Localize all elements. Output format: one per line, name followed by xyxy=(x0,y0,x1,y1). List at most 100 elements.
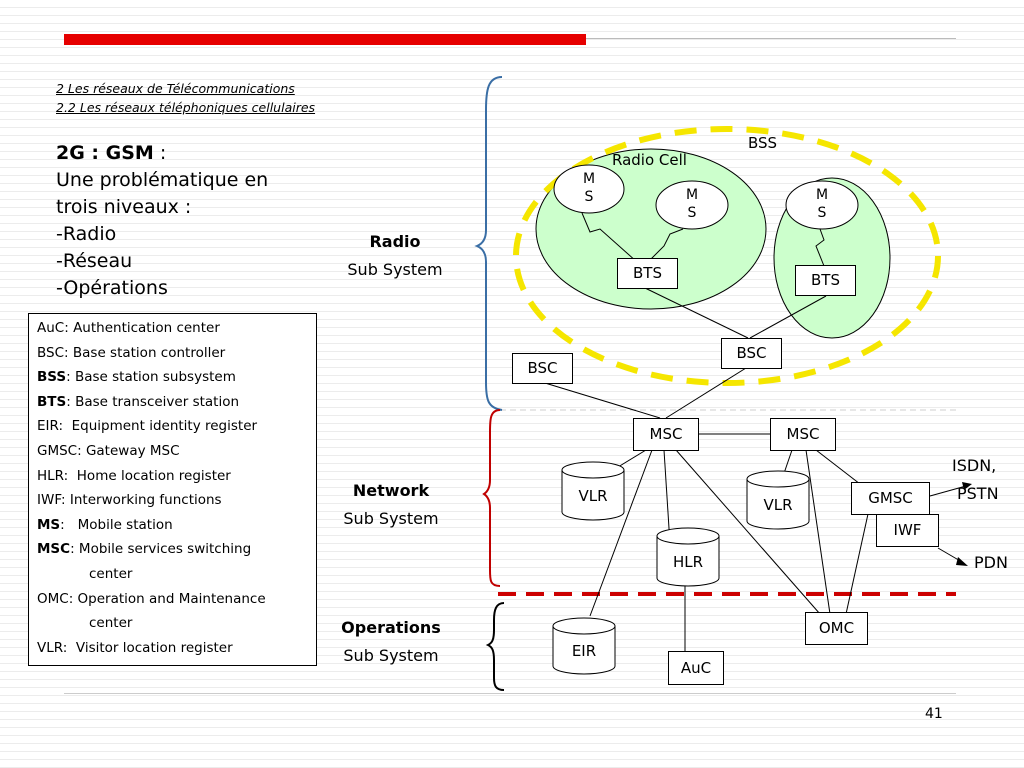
glossary-definition: center xyxy=(89,615,133,632)
title-rule xyxy=(586,38,956,39)
bss-label: BSS xyxy=(748,134,778,152)
glossary-abbr: MSC xyxy=(37,541,71,558)
intro-line: -Radio xyxy=(56,223,117,245)
network-brace xyxy=(482,409,501,587)
radio-subsystem-sub: Sub System xyxy=(347,260,443,279)
glossary-definition: Base station controller xyxy=(72,344,226,361)
operations-subsystem-title: Operations xyxy=(341,618,441,637)
link-msc-omc xyxy=(675,449,821,615)
glossary-definition: Operation and Maintenance xyxy=(77,590,266,607)
glossary-sep: : xyxy=(61,492,70,509)
glossary-abbr: BTS xyxy=(37,393,67,410)
eir-database-icon xyxy=(552,617,616,675)
hlr-database-icon xyxy=(656,527,720,587)
network-subsystem-label: Network Sub System xyxy=(326,477,456,533)
radio-link-ms1-bts xyxy=(581,212,638,263)
glossary-sep: : xyxy=(70,541,79,558)
title-accent-bar xyxy=(64,34,586,45)
operations-subsystem-label: Operations Sub System xyxy=(326,614,456,670)
intro-line: Une problématique en xyxy=(56,169,269,191)
glossary-definition: Equipment identity register xyxy=(71,418,258,435)
mobile-station-3 xyxy=(785,180,859,230)
isdn-label: ISDN, xyxy=(952,456,997,475)
footer-rule xyxy=(64,693,956,694)
breadcrumb-section: 2.2 Les réseaux téléphoniques cellulaire… xyxy=(56,100,316,115)
glossary-abbr: EIR xyxy=(37,418,59,435)
page-number: 41 xyxy=(925,706,943,722)
glossary-definition: Mobile services switching xyxy=(78,541,252,558)
link-bsc-left-msc xyxy=(544,382,661,419)
mobile-station-2 xyxy=(655,180,729,230)
ms-label-1: M S xyxy=(582,171,596,205)
operations-subsystem-sub: Sub System xyxy=(343,646,439,665)
operations-brace xyxy=(485,602,505,691)
radio-link-ms3-bts xyxy=(815,228,825,267)
bss-boundary xyxy=(513,126,941,386)
glossary-definition: center xyxy=(89,565,133,582)
ms-label-3: M S xyxy=(815,187,829,221)
vlr-right-database-icon xyxy=(746,470,810,530)
radio-cell-label: Radio Cell xyxy=(612,151,687,169)
link-msc-hlr xyxy=(663,449,671,545)
gmsc-node: GMSC xyxy=(851,482,930,515)
mobile-station-1 xyxy=(553,164,625,214)
glossary-entry: EIR: Equipment identity register xyxy=(37,414,316,439)
glossary-abbr: GMSC xyxy=(37,442,78,459)
glossary-sep: : xyxy=(66,393,76,410)
link-msc2-gmsc xyxy=(815,449,861,485)
glossary-sep: : xyxy=(63,467,77,484)
glossary-abbr: OMC xyxy=(37,590,69,607)
msc-right-node: MSC xyxy=(770,418,836,451)
glossary-definition: Home location register xyxy=(76,467,231,484)
glossary-definition: Interworking functions xyxy=(69,492,222,509)
arrow-to-isdn xyxy=(929,485,967,497)
link-bts-left-bsc xyxy=(644,287,749,339)
link-gmsc-omc xyxy=(845,513,869,615)
hlr-label: HLR xyxy=(672,553,704,571)
glossary-entry: GMSC: Gateway MSC xyxy=(37,439,316,464)
glossary-abbr: AuC xyxy=(37,320,65,336)
vlr-left-label: VLR xyxy=(578,487,608,505)
vlr-left-database-icon xyxy=(561,461,625,521)
link-bts-right-bsc xyxy=(749,295,827,339)
glossary-entry: BSS: Base station subsystem xyxy=(37,365,316,390)
pdn-label: PDN xyxy=(974,553,1008,572)
glossary-entry: BSC: Base station controller xyxy=(37,341,316,366)
glossary-entry: HLR: Home location register xyxy=(37,464,316,489)
radio-subsystem-label: Radio Sub System xyxy=(330,228,460,284)
glossary-sep: : xyxy=(62,639,76,656)
bsc-left-node: BSC xyxy=(512,353,573,384)
glossary-definition: Visitor location register xyxy=(75,639,233,656)
glossary-entry: BTS: Base transceiver station xyxy=(37,390,316,415)
radio-link-ms2-bts xyxy=(649,228,684,261)
auc-node: AuC xyxy=(668,651,724,685)
radio-brace xyxy=(474,76,503,411)
network-subsystem-sub: Sub System xyxy=(343,509,439,528)
glossary-sep: : xyxy=(68,590,78,607)
glossary-definition: Authentication center xyxy=(73,320,220,336)
glossary-definition: Mobile station xyxy=(77,516,173,533)
glossary-definition: Gateway MSC xyxy=(85,442,180,459)
glossary-abbr: VLR xyxy=(37,639,63,656)
link-msc2-omc xyxy=(805,449,831,615)
glossary-sep: : xyxy=(64,320,74,336)
glossary-entry: IWF: Interworking functions xyxy=(37,488,316,513)
msc-left-node: MSC xyxy=(633,418,699,451)
glossary-sep: : xyxy=(64,344,73,361)
glossary-abbr: HLR xyxy=(37,467,64,484)
glossary-definition: Base station subsystem xyxy=(74,369,236,386)
bts-right-node: BTS xyxy=(795,265,856,296)
glossary-entry: MSC: Mobile services switching xyxy=(37,537,316,562)
glossary-entry: center xyxy=(37,562,316,587)
intro-line: trois niveaux : xyxy=(56,196,192,218)
link-msc-eir xyxy=(589,449,653,617)
intro-line: -Réseau xyxy=(56,250,133,272)
glossary-entry: center xyxy=(37,611,316,636)
eir-label: EIR xyxy=(571,642,597,660)
glossary-abbr: BSC xyxy=(37,344,65,361)
link-bsc-msc xyxy=(665,367,747,419)
radio-subsystem-title: Radio xyxy=(369,232,421,251)
glossary-entry: VLR: Visitor location register xyxy=(37,636,316,661)
